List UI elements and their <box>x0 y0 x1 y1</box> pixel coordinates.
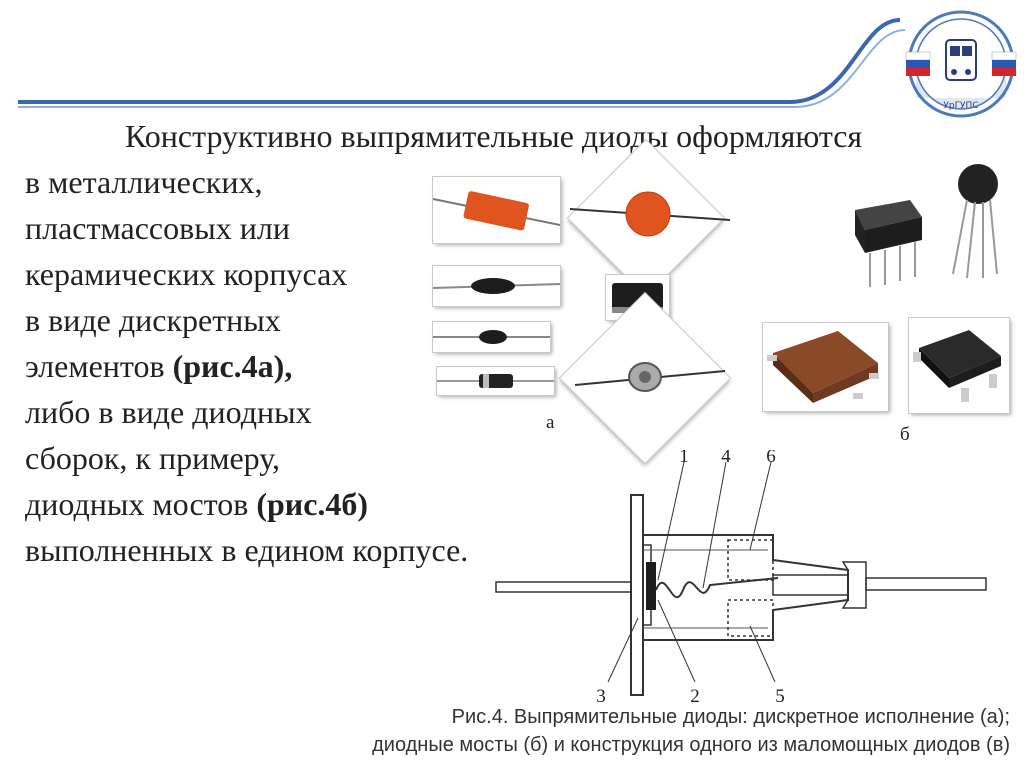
glass-diode-image <box>433 278 560 294</box>
photo-axial-diode <box>437 367 554 395</box>
bridge-square-image <box>855 200 922 287</box>
fig-ref-4a: (рис.4а), <box>172 348 293 384</box>
body-line-5: элементов (рис.4а), <box>25 343 445 389</box>
part-number-3: 3 <box>596 686 606 707</box>
figure-caption-line-2: диодные мосты (б) и конструкция одного и… <box>372 734 1010 756</box>
body-line-8-plain: диодных мостов <box>25 486 257 522</box>
axial-diode-image <box>437 374 554 388</box>
bridge-brown-image <box>767 331 879 403</box>
photo-small-diode <box>433 322 550 352</box>
body-line-2: пластмассовых или <box>25 210 290 246</box>
bridge-black-image <box>913 330 1001 402</box>
body-line-4: в виде дискретных <box>25 302 281 338</box>
disc-diode-image <box>570 191 730 237</box>
photo-glass-diode <box>433 266 560 306</box>
part-number-2: 2 <box>690 686 700 707</box>
diode-construction-drawing: 1 4 6 3 2 5 <box>495 450 987 707</box>
part-number-5: 5 <box>775 686 785 707</box>
heading-line: Конструктивно выпрямительные диоды оформ… <box>125 118 863 154</box>
bridge-round-image <box>952 164 998 279</box>
small-diode-image <box>433 330 550 344</box>
header-swoosh <box>18 18 906 108</box>
part-number-6: 6 <box>766 450 776 467</box>
body-line-5-plain: элементов <box>25 348 173 384</box>
photo-bridge-black <box>909 318 1009 413</box>
metal-can-diode-image <box>575 362 725 392</box>
photo-bridge-brown <box>763 323 888 411</box>
part-number-1: 1 <box>679 450 689 467</box>
body-text-block: в металлических, пластмассовых или керам… <box>25 159 469 573</box>
figure-caption-line-1: Рис.4. Выпрямительные диоды: дискретное … <box>451 706 1010 728</box>
orange-resistor-diode-image <box>433 191 560 231</box>
fig-ref-4b: (рис.4б) <box>256 486 369 522</box>
part-number-4: 4 <box>721 450 731 467</box>
body-line-8: диодных мостов (рис.4б) <box>25 481 445 527</box>
label-b: б <box>900 424 910 445</box>
logo-text: УрГУПС <box>943 101 978 111</box>
photo-bridge-round <box>945 162 1005 282</box>
body-line-9: выполненных в едином корпусе. <box>25 532 469 568</box>
body-line-3: керамических корпусах <box>25 256 348 292</box>
body-line-6: либо в виде диодных <box>25 394 312 430</box>
body-line-1: в металлических, <box>25 164 263 200</box>
label-a: а <box>546 412 555 433</box>
body-line-7: сборок, к примеру, <box>25 440 281 476</box>
university-logo: УрГУПС <box>905 10 1017 118</box>
photo-orange-diode <box>433 177 560 243</box>
photo-bridge-square <box>850 195 925 290</box>
